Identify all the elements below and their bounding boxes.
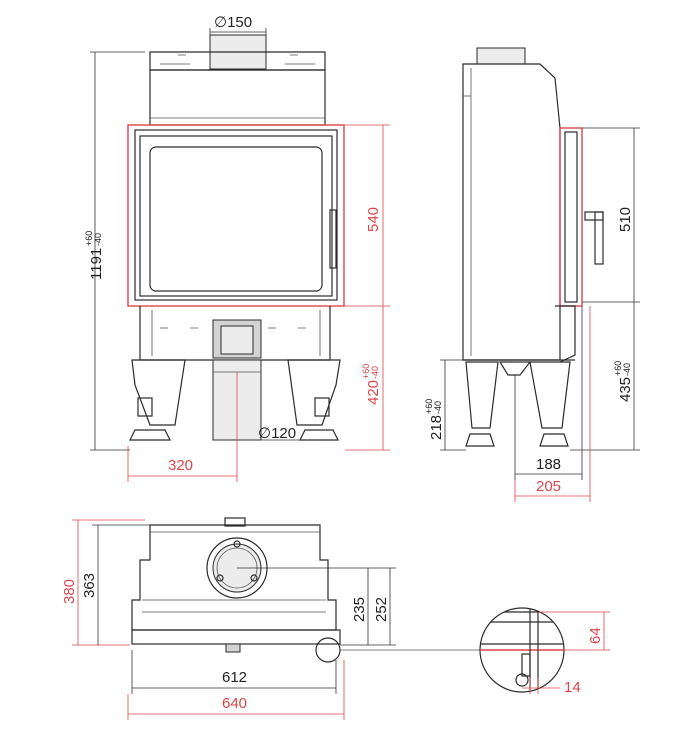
detail-knob	[515, 673, 529, 687]
inlet-offset-label: 320	[168, 457, 193, 474]
side-door-outline	[559, 127, 583, 307]
top-width-outer-label: 640	[222, 695, 247, 712]
detail-height-label: 64	[587, 627, 604, 644]
side-body	[462, 63, 561, 361]
bottom-height-tol-minus: -40	[370, 366, 380, 379]
total-height-tol-plus: +60	[84, 231, 94, 246]
top-view: 380 363 235 252 612 640	[61, 517, 490, 720]
side-left-foot	[465, 433, 495, 447]
detail-view: 64 14	[479, 607, 610, 696]
air-inlet-diameter-label: ∅120	[258, 425, 296, 442]
front-view: ∅150 1191 +60 -40 540 420 +60 -40 ∅120	[84, 14, 390, 482]
door-height-label: 540	[365, 207, 382, 232]
detail-width-label: 14	[564, 679, 581, 696]
total-height-tol-minus: -40	[93, 233, 103, 246]
door-frame-outline	[127, 124, 345, 307]
side-right-foot	[539, 433, 569, 447]
side-depth-outer-label: 205	[536, 478, 561, 495]
side-door-height-label: 510	[617, 207, 634, 232]
side-depth-inner-label: 188	[536, 456, 561, 473]
front-left-foot	[129, 429, 171, 441]
bottom-height-tol-plus: +60	[361, 364, 371, 379]
side-right-leg	[529, 361, 571, 429]
side-view: 510 435 +60 -40 218 +60 -40 188 205	[424, 47, 640, 502]
flue-offset-1-label: 235	[351, 597, 368, 622]
side-left-leg	[465, 361, 499, 429]
front-left-leg	[131, 359, 186, 426]
flue-offset-2-label: 252	[373, 597, 390, 622]
door-frame	[134, 129, 338, 301]
leg-height-label: 218	[428, 415, 445, 440]
detail-circle	[315, 637, 341, 663]
leg-height-tol-minus: -40	[433, 401, 443, 414]
flue-diameter-label: ∅150	[214, 14, 252, 31]
side-bottom-tol-minus: -40	[622, 363, 632, 376]
bottom-height-label: 420	[365, 380, 382, 405]
door-glass	[149, 146, 323, 292]
top-depth-outer-label: 380	[61, 579, 78, 604]
upper-body	[149, 69, 326, 126]
door-handle	[329, 209, 337, 269]
side-handle	[584, 211, 604, 221]
front-right-foot	[299, 429, 339, 441]
side-flue	[476, 47, 526, 65]
side-bottom-height-label: 435	[617, 377, 634, 402]
total-height-label: 1191	[88, 248, 105, 280]
top-width-inner-label: 612	[222, 669, 247, 686]
top-front-plate	[131, 629, 341, 645]
leg-height-tol-plus: +60	[424, 399, 434, 414]
front-right-leg	[287, 359, 341, 426]
side-bottom-tol-plus: +60	[613, 361, 623, 376]
top-depth-inner-label: 363	[81, 573, 98, 598]
